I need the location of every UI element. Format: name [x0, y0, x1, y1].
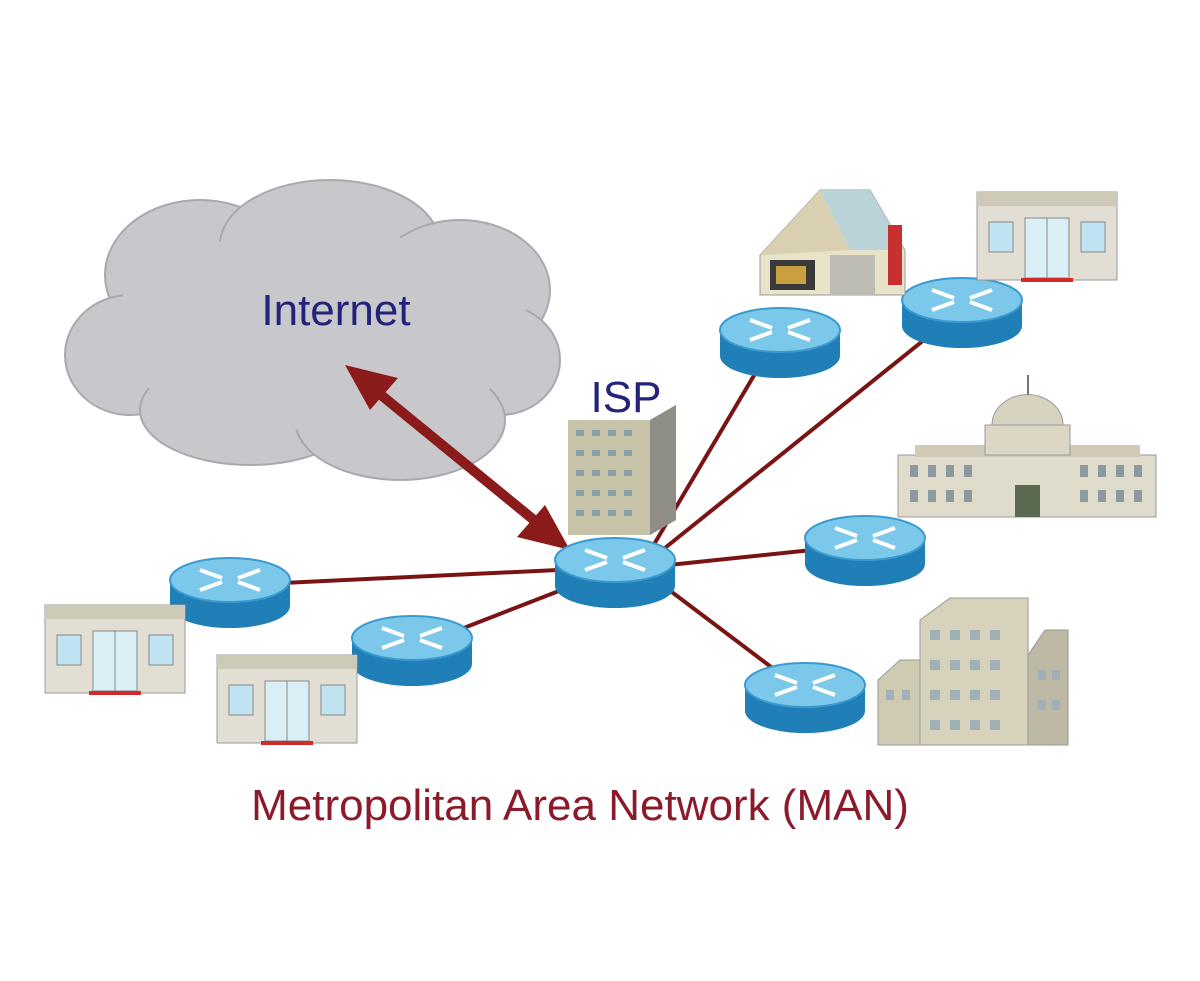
link-house [638, 338, 777, 570]
router-icon [718, 306, 842, 380]
isp-router-icon [553, 536, 677, 610]
shop-icon [976, 191, 1118, 283]
government-building-icon [897, 375, 1157, 518]
router-icon [743, 661, 867, 735]
shop-icon [216, 654, 358, 746]
router-icon [803, 514, 927, 588]
router-icon [900, 276, 1024, 350]
office-building-icon [877, 597, 1069, 746]
isp-label: ISP [591, 373, 662, 422]
diagram-title: Metropolitan Area Network (MAN) [251, 781, 909, 830]
link-shop-top [638, 313, 957, 570]
shop-icon [44, 604, 186, 696]
network-links [239, 313, 957, 687]
router-icon [168, 556, 292, 630]
isp-building-icon [568, 405, 676, 535]
double-arrow-icon [345, 365, 570, 550]
house-icon [759, 189, 906, 296]
router-icon [350, 614, 474, 688]
internet-cloud-icon [64, 179, 561, 481]
link-shop-left [239, 566, 601, 587]
internet-label: Internet [261, 286, 410, 335]
